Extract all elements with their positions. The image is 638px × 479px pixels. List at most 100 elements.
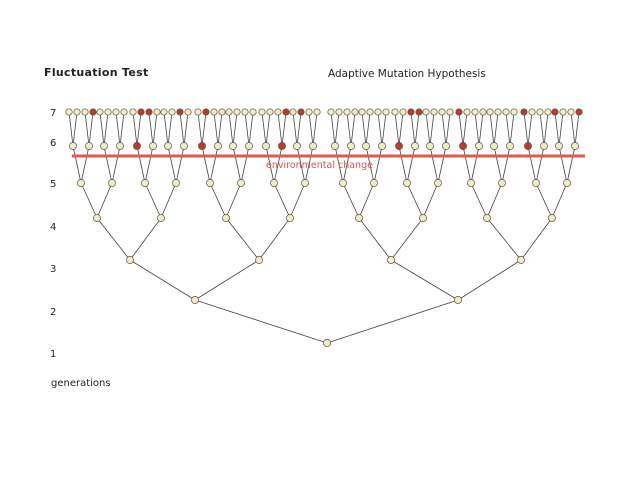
tree-edge [346, 111, 352, 147]
cell-node [358, 108, 366, 116]
tree-edge [265, 111, 271, 147]
cell-node [233, 108, 241, 116]
tree-edge [358, 182, 375, 219]
tree-edge [458, 111, 464, 147]
tree-edge [462, 145, 472, 184]
tree-edge [425, 111, 431, 147]
generation-label-7: 7 [50, 108, 57, 119]
tree-edge [523, 111, 529, 147]
tree-edge [72, 111, 78, 147]
generation-label-5: 5 [50, 179, 57, 190]
cell-node [313, 108, 321, 116]
mutant-cell-node [297, 108, 305, 116]
cell-node [555, 142, 563, 150]
cell-node [454, 296, 462, 304]
mutant-cell-node [575, 108, 583, 116]
tree-edge [144, 182, 162, 219]
tree-edge [179, 111, 185, 147]
cell-node [180, 142, 188, 150]
generation-label-1: 1 [50, 349, 57, 360]
tree-edge [462, 111, 468, 147]
cell-node [446, 108, 454, 116]
generation-label-6: 6 [50, 138, 57, 149]
cell-node [411, 142, 419, 150]
tree-edge [422, 182, 439, 219]
tree-edge [103, 145, 113, 184]
cell-node [129, 108, 137, 116]
tree-edge [175, 145, 185, 184]
tree-edge [194, 299, 328, 344]
cell-node [210, 108, 218, 116]
cell-node [483, 214, 491, 222]
environmental-change-label: environmental change [266, 160, 373, 171]
tree-edge [225, 182, 242, 219]
generation-label-2: 2 [50, 307, 57, 318]
tree-edge [342, 182, 360, 219]
tree-edge [232, 111, 238, 147]
cell-node [430, 108, 438, 116]
tree-edge [167, 145, 177, 184]
mutant-cell-node [415, 108, 423, 116]
tree-edge [501, 145, 511, 184]
cell-node [73, 108, 81, 116]
tree-edge [232, 145, 242, 184]
cell-node [536, 108, 544, 116]
tree-edge [213, 111, 219, 147]
tree-edge [470, 182, 488, 219]
tree-edge [342, 145, 352, 184]
cell-node [141, 179, 149, 187]
cell-node [486, 108, 494, 116]
tree-edge [539, 111, 545, 147]
tree-edge [535, 145, 545, 184]
cell-node [502, 108, 510, 116]
tree-edge [225, 217, 260, 261]
cell-node [387, 256, 395, 264]
mutant-cell-node [520, 108, 528, 116]
tree-edge [261, 111, 267, 147]
tree-edge [441, 111, 447, 147]
cell-node [490, 142, 498, 150]
cell-node [517, 256, 525, 264]
tree-edge [129, 217, 162, 261]
cell-node [112, 108, 120, 116]
tree-edge [551, 182, 568, 219]
cell-node [100, 142, 108, 150]
cell-node [309, 142, 317, 150]
tree-edge [163, 111, 169, 147]
tree-edge [292, 111, 298, 147]
cell-node [286, 214, 294, 222]
tree-edge [144, 145, 154, 184]
tree-edge [486, 182, 503, 219]
tree-edge [132, 111, 138, 147]
tree-edge [457, 259, 522, 301]
mutant-cell-node [395, 142, 403, 150]
cell-node [540, 142, 548, 150]
cell-node [498, 179, 506, 187]
tree-edge [398, 145, 408, 184]
cell-node [362, 142, 370, 150]
cell-node [559, 108, 567, 116]
cell-node [351, 108, 359, 116]
cell-node [422, 108, 430, 116]
tree-edge [119, 111, 125, 147]
cell-node [206, 179, 214, 187]
cell-node [69, 142, 77, 150]
tree-edge [258, 217, 291, 261]
mutant-cell-node [137, 108, 145, 116]
tree-edge [244, 111, 250, 147]
cell-node [262, 142, 270, 150]
tree-edge [478, 111, 484, 147]
tree-edge [381, 111, 387, 147]
cell-node [184, 108, 192, 116]
tree-edge [228, 111, 234, 147]
cell-node [116, 142, 124, 150]
cell-node [153, 108, 161, 116]
cell-node [510, 108, 518, 116]
tree-edge [486, 217, 522, 261]
tree-edge [281, 111, 287, 147]
cell-node [438, 108, 446, 116]
tree-edge [358, 217, 392, 261]
cell-node [266, 108, 274, 116]
tree-edge [84, 111, 90, 147]
